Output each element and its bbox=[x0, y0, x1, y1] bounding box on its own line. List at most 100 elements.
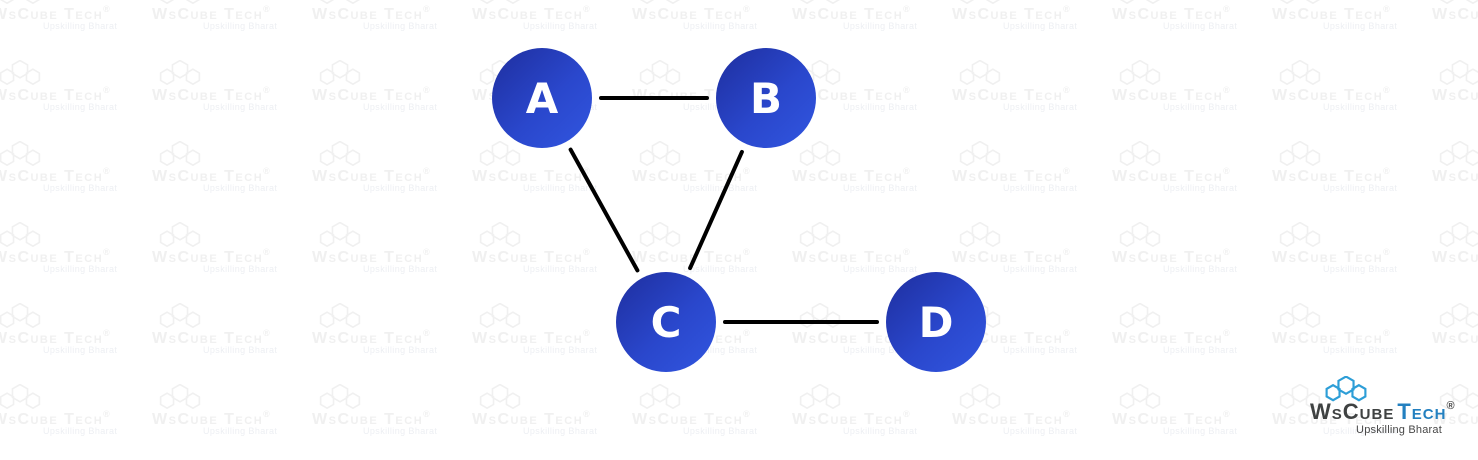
hexagon-watermark-icon bbox=[0, 141, 41, 167]
watermark-wordmark: WsCube Tech® bbox=[1272, 409, 1390, 428]
watermark-registered-mark: ® bbox=[743, 4, 750, 14]
watermark-tile: WsCube Tech®Upskilling Bharat bbox=[0, 303, 127, 361]
watermark-wordmark: WsCube Tech® bbox=[472, 4, 590, 23]
watermark-tagline: Upskilling Bharat bbox=[843, 345, 918, 355]
watermark-wordmark: WsCube Tech® bbox=[792, 409, 910, 428]
hexagon-watermark-icon bbox=[1439, 222, 1478, 248]
hexagon-watermark-icon bbox=[479, 141, 521, 167]
watermark-tagline: Upskilling Bharat bbox=[843, 264, 918, 274]
watermark-wordmark: WsCube Tech® bbox=[152, 409, 270, 428]
watermark-tile: WsCube Tech®Upskilling Bharat bbox=[0, 222, 127, 280]
watermark-registered-mark: ® bbox=[1223, 85, 1230, 95]
watermark-registered-mark: ® bbox=[743, 247, 750, 257]
watermark-registered-mark: ® bbox=[1063, 247, 1070, 257]
watermark-registered-mark: ® bbox=[1223, 328, 1230, 338]
hexagon-watermark-icon bbox=[1279, 222, 1321, 248]
watermark-wordmark: WsCube Tech® bbox=[1272, 247, 1390, 266]
watermark-wordmark: WsCube Tech® bbox=[1432, 330, 1478, 347]
watermark-tagline: Upskilling Bharat bbox=[683, 264, 758, 274]
watermark-registered-mark: ® bbox=[1063, 4, 1070, 14]
watermark-registered-mark: ® bbox=[423, 328, 430, 338]
watermark-tile: WsCube Tech®Upskilling Bharat bbox=[312, 60, 447, 118]
watermark-wordmark: WsCube Tech® bbox=[1112, 247, 1230, 266]
watermark-tagline: Upskilling Bharat bbox=[843, 183, 918, 193]
watermark-tile: WsCube Tech®Upskilling Bharat bbox=[952, 60, 1087, 118]
watermark-tile: WsCube Tech®Upskilling Bharat bbox=[1112, 60, 1247, 118]
watermark-tagline: Upskilling Bharat bbox=[523, 345, 598, 355]
watermark-tagline: Upskilling Bharat bbox=[1003, 183, 1078, 193]
watermark-registered-mark: ® bbox=[1063, 166, 1070, 176]
hexagon-watermark-icon bbox=[1439, 384, 1478, 410]
watermark-wordmark: WsCube Tech® bbox=[0, 85, 110, 104]
watermark-registered-mark: ® bbox=[903, 85, 910, 95]
watermark-tile: WsCube Tech®Upskilling Bharat bbox=[792, 222, 927, 280]
hexagon-watermark-icon bbox=[1119, 384, 1161, 410]
watermark-tagline: Upskilling Bharat bbox=[363, 102, 438, 112]
watermark-tile: WsCube Tech®Upskilling Bharat bbox=[152, 0, 287, 37]
watermark-tagline: Upskilling Bharat bbox=[203, 345, 278, 355]
watermark-wordmark: WsCube Tech® bbox=[1112, 166, 1230, 185]
watermark-tile: WsCube Tech®Upskilling Bharat bbox=[472, 303, 607, 361]
watermark-tile: WsCube Tech®Upskilling Bharat bbox=[312, 222, 447, 280]
watermark-registered-mark: ® bbox=[743, 166, 750, 176]
hexagon-watermark-icon bbox=[959, 141, 1001, 167]
watermark-tagline: Upskilling Bharat bbox=[1163, 102, 1238, 112]
watermark-wordmark: WsCube Tech® bbox=[312, 409, 430, 428]
watermark-tagline: Upskilling Bharat bbox=[43, 345, 118, 355]
watermark-tile: WsCube Tech®Upskilling Bharat bbox=[0, 60, 127, 118]
watermark-wordmark: WsCube Tech® bbox=[1272, 4, 1390, 23]
hexagon-watermark-icon bbox=[159, 60, 201, 86]
watermark-tagline: Upskilling Bharat bbox=[363, 264, 438, 274]
hexagon-watermark-icon bbox=[1119, 0, 1161, 5]
watermark-tagline: Upskilling Bharat bbox=[43, 183, 118, 193]
watermark-tile: WsCube Tech®Upskilling Bharat bbox=[952, 0, 1087, 37]
graph-edge-B-C bbox=[688, 149, 744, 271]
hexagon-watermark-icon bbox=[319, 222, 361, 248]
watermark-tagline: Upskilling Bharat bbox=[523, 21, 598, 31]
watermark-tagline: Upskilling Bharat bbox=[1163, 426, 1238, 436]
hexagon-watermark-icon bbox=[639, 141, 681, 167]
watermark-wordmark: WsCube Tech® bbox=[1112, 409, 1230, 428]
watermark-tile: WsCube Tech®Upskilling Bharat bbox=[312, 141, 447, 199]
logo-text-secondary: Tech bbox=[1397, 399, 1447, 424]
watermark-registered-mark: ® bbox=[103, 328, 110, 338]
graph-node-D: D bbox=[886, 272, 986, 372]
watermark-wordmark: WsCube Tech® bbox=[632, 166, 750, 185]
watermark-tile: WsCube Tech®Upskilling Bharat bbox=[632, 0, 767, 37]
hexagon-watermark-icon bbox=[319, 141, 361, 167]
watermark-registered-mark: ® bbox=[743, 409, 750, 419]
watermark-tagline: Upskilling Bharat bbox=[363, 21, 438, 31]
watermark-registered-mark: ® bbox=[1063, 328, 1070, 338]
hexagon-watermark-icon bbox=[479, 0, 521, 5]
watermark-registered-mark: ® bbox=[263, 409, 270, 419]
watermark-registered-mark: ® bbox=[1223, 166, 1230, 176]
hexagon-watermark-icon bbox=[1439, 303, 1478, 329]
watermark-wordmark: WsCube Tech® bbox=[1272, 328, 1390, 347]
watermark-wordmark: WsCube Tech® bbox=[312, 328, 430, 347]
watermark-registered-mark: ® bbox=[1383, 409, 1390, 419]
hexagon-watermark-icon bbox=[319, 384, 361, 410]
watermark-tagline: Upskilling Bharat bbox=[1163, 345, 1238, 355]
hexagon-watermark-icon bbox=[0, 60, 41, 86]
hexagon-watermark-icon bbox=[479, 303, 521, 329]
watermark-registered-mark: ® bbox=[1383, 247, 1390, 257]
watermark-wordmark: WsCube Tech® bbox=[312, 166, 430, 185]
watermark-wordmark: WsCube Tech® bbox=[952, 85, 1070, 104]
watermark-tagline: Upskilling Bharat bbox=[203, 21, 278, 31]
graph-edge-A-C bbox=[568, 147, 640, 273]
watermark-wordmark: WsCube Tech® bbox=[952, 409, 1070, 428]
hexagon-watermark-icon bbox=[159, 141, 201, 167]
watermark-registered-mark: ® bbox=[263, 328, 270, 338]
watermark-wordmark: WsCube Tech® bbox=[0, 166, 110, 185]
watermark-wordmark: WsCube Tech® bbox=[1432, 6, 1478, 23]
hexagon-watermark-icon bbox=[1119, 303, 1161, 329]
hexagon-watermark-icon bbox=[799, 0, 841, 5]
watermark-registered-mark: ® bbox=[423, 4, 430, 14]
watermark-tagline: Upskilling Bharat bbox=[1323, 426, 1398, 436]
watermark-tile: WsCube Tech®Upskilling Bharat bbox=[312, 384, 447, 442]
graph-node-A: A bbox=[492, 48, 592, 148]
watermark-wordmark: WsCube Tech® bbox=[152, 328, 270, 347]
